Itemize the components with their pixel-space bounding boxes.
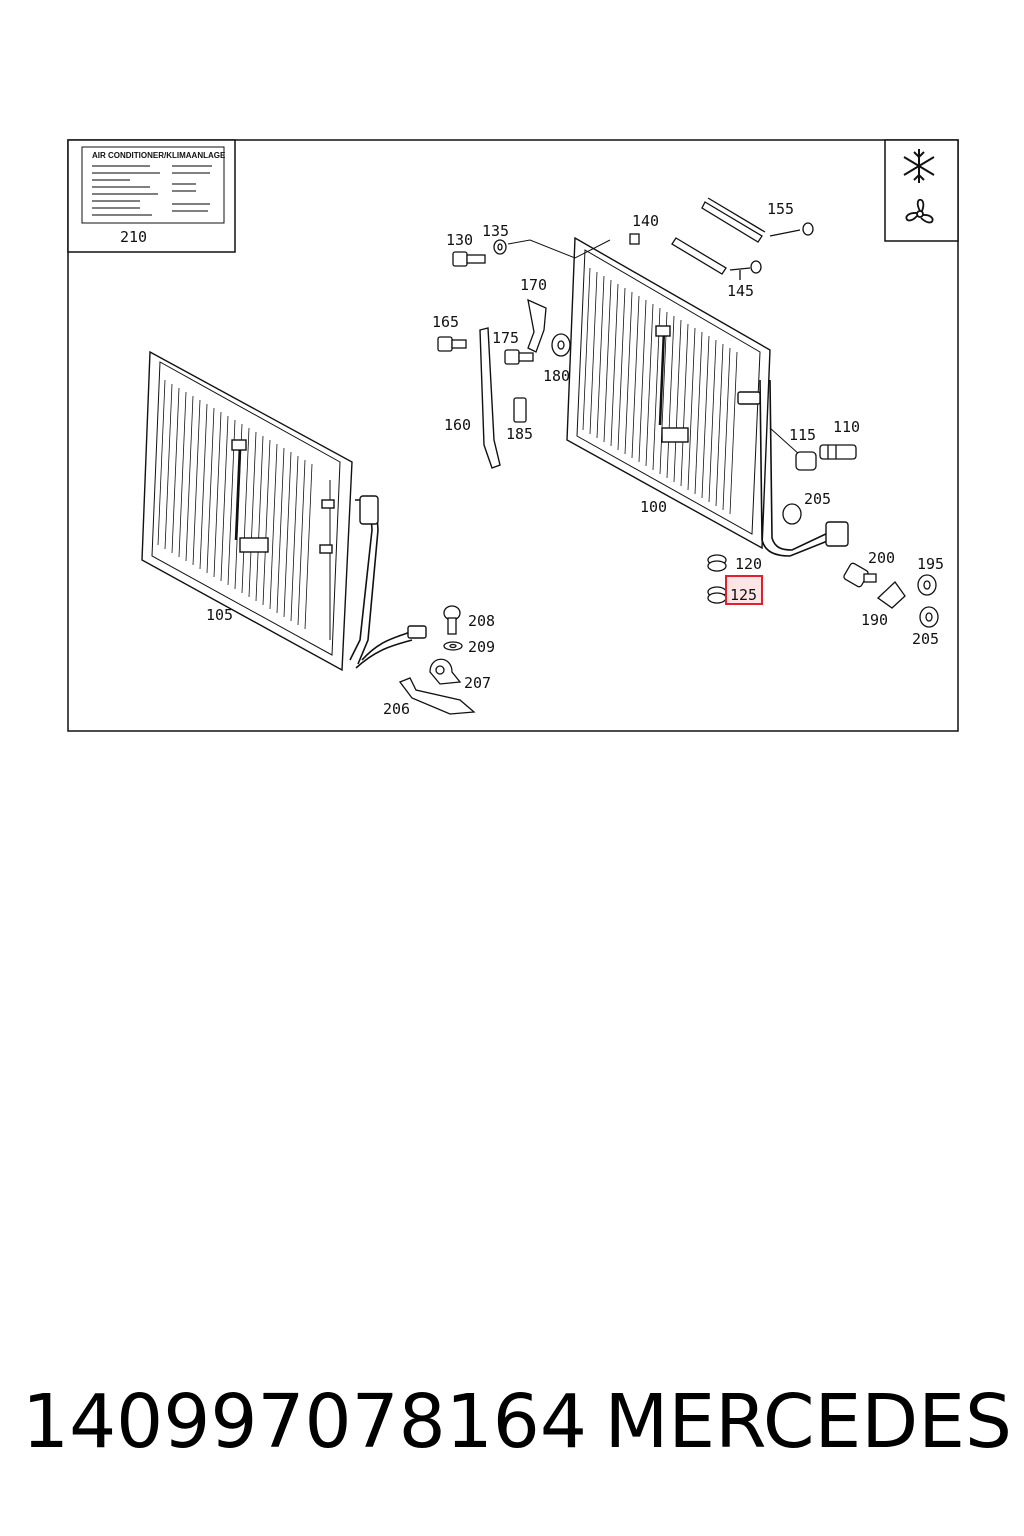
clamp-207 [429, 658, 462, 685]
part-number: 140997078164 [22, 1379, 587, 1465]
bracket-190 [876, 581, 906, 609]
label-plate: AIR CONDITIONER/KLIMAANLAGE 210 [67, 139, 236, 253]
callout-115: 115 [789, 426, 816, 444]
valve-200 [843, 562, 877, 588]
callout-207: 207 [464, 674, 491, 692]
callout-110: 110 [833, 418, 860, 436]
callout-205-lower: 205 [912, 630, 939, 648]
bolt-165 [437, 336, 467, 352]
condenser-100 [566, 236, 849, 557]
brand-name: MERCEDES [604, 1379, 1012, 1465]
callout-140: 140 [632, 212, 659, 230]
grommet-125 [707, 586, 727, 604]
caption: 140997078164 MERCEDES [22, 1376, 1012, 1468]
callout-135: 135 [482, 222, 509, 240]
bracket-160 [479, 327, 501, 469]
icon-box [884, 139, 959, 242]
callout-175: 175 [492, 329, 519, 347]
callout-190: 190 [861, 611, 888, 629]
cap-205-lower [919, 606, 939, 628]
callout-125[interactable]: 125 [730, 586, 757, 604]
bolt-130 [452, 251, 486, 267]
clip-185 [513, 397, 527, 423]
seal-strip-155 [701, 197, 814, 243]
nut-195 [917, 574, 937, 596]
bracket-206 [398, 677, 476, 715]
washer-209 [443, 641, 463, 651]
callout-100: 100 [640, 498, 667, 516]
callout-185: 185 [506, 425, 533, 443]
highlight-box-125[interactable] [725, 575, 763, 605]
cap-205-upper [782, 503, 802, 525]
drier-115 [795, 451, 817, 471]
callout-165: 165 [432, 313, 459, 331]
callout-120: 120 [735, 555, 762, 573]
callout-200: 200 [868, 549, 895, 567]
callout-130: 130 [446, 231, 473, 249]
bracket-170 [527, 298, 547, 353]
callout-209: 209 [468, 638, 495, 656]
callout-195: 195 [917, 555, 944, 573]
callout-155: 155 [767, 200, 794, 218]
snowflake-icon [903, 149, 935, 183]
seal-strip-145 [671, 237, 762, 280]
switch-110 [819, 444, 857, 460]
condenser-105 [141, 350, 427, 672]
washer-135 [493, 239, 507, 255]
callout-105: 105 [206, 606, 233, 624]
callout-205-upper: 205 [804, 490, 831, 508]
callout-170: 170 [520, 276, 547, 294]
callout-208: 208 [468, 612, 495, 630]
label-plate-heading: AIR CONDITIONER/KLIMAANLAGE [92, 151, 226, 160]
callout-145: 145 [727, 282, 754, 300]
callout-160: 160 [444, 416, 471, 434]
bolt-175 [504, 349, 534, 365]
callout-206: 206 [383, 700, 410, 718]
grommet-120 [707, 554, 727, 572]
diagram-frame [67, 139, 959, 732]
fan-icon [905, 198, 934, 224]
leader-135 [507, 239, 611, 259]
nut-180 [551, 333, 571, 357]
callout-180: 180 [543, 367, 570, 385]
callout-210: 210 [120, 228, 147, 246]
bolt-208 [443, 605, 461, 635]
clip-140 [629, 233, 640, 245]
